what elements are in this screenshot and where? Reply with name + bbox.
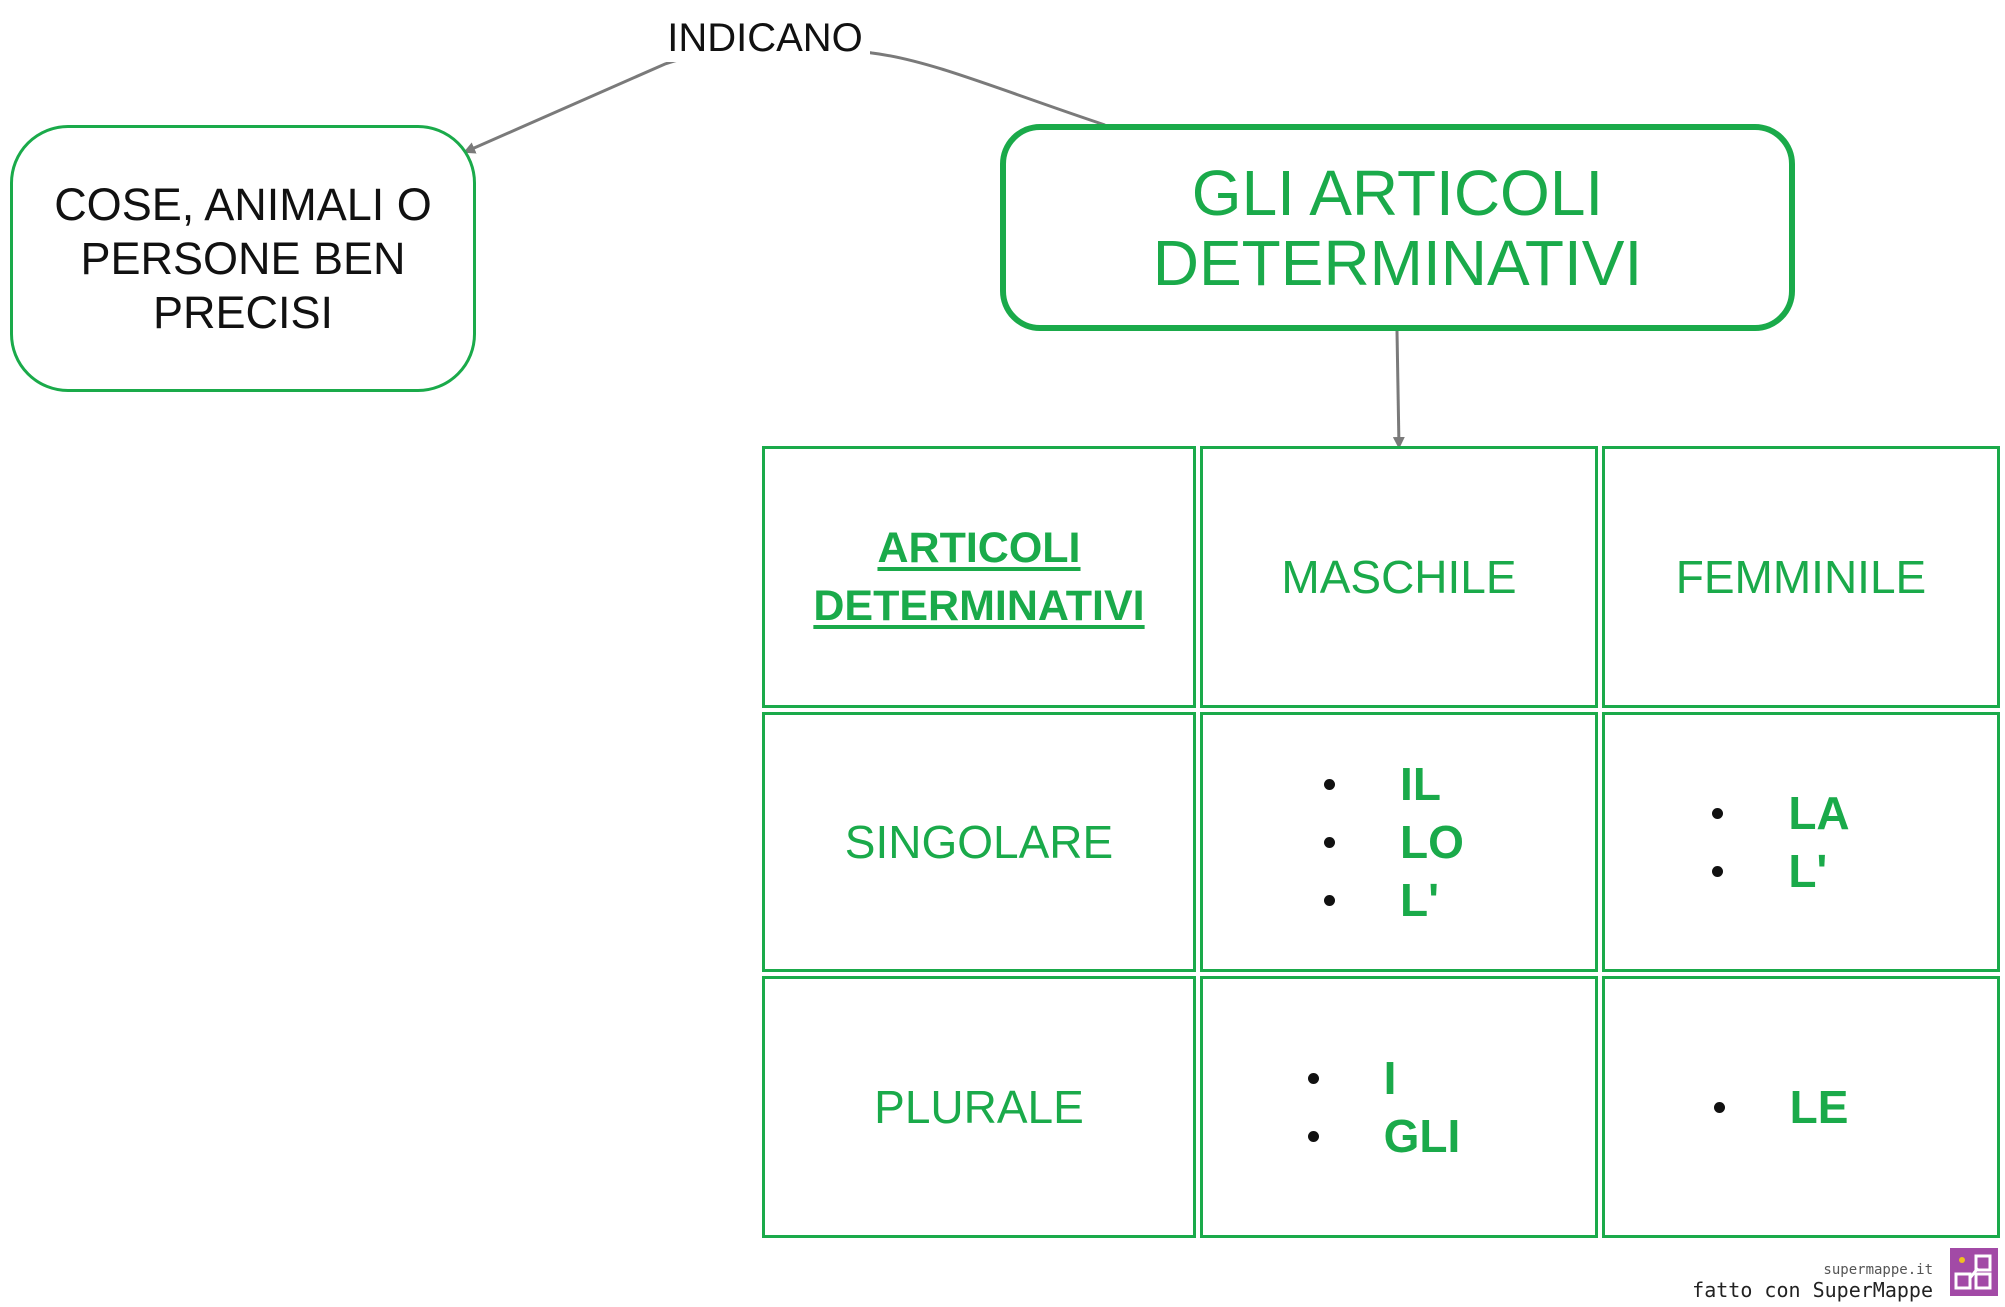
list-item: I: [1307, 1049, 1461, 1107]
supermappe-logo-glyph-icon: [1954, 1254, 1992, 1290]
table-header-feminine: FEMMINILE: [1675, 551, 1927, 603]
connector-label: INDICANO: [660, 14, 870, 62]
table-row-plural-label: PLURALE: [874, 1081, 1084, 1133]
list-item: IL: [1324, 755, 1464, 813]
list-item: LA: [1712, 784, 1850, 842]
list-item: LO: [1324, 813, 1464, 871]
node-main-text: GLI ARTICOLI DETERMINATIVI: [1152, 156, 1643, 299]
table-header-masculine: MASCHILE: [1281, 551, 1517, 603]
singular-masculine-list: IL LO L': [1324, 755, 1464, 929]
list-item: L': [1324, 871, 1464, 929]
singular-feminine-list: LA L': [1712, 784, 1850, 900]
plural-feminine-list: LE: [1713, 1078, 1848, 1136]
list-item: GLI: [1307, 1107, 1460, 1165]
footer-made-with: fatto con SuperMappe: [1692, 1278, 1933, 1302]
table-row-singular-feminine-cell[interactable]: LA L': [1602, 712, 2000, 972]
table-row-plural-masculine-cell[interactable]: I GLI: [1200, 976, 1598, 1238]
supermappe-logo-icon[interactable]: [1950, 1248, 1998, 1296]
node-objects-text: COSE, ANIMALI O PERSONE BEN PRECISI: [54, 178, 432, 338]
table-row-plural-label-cell[interactable]: PLURALE: [762, 976, 1196, 1238]
table-row-singular-label: SINGOLARE: [844, 816, 1114, 868]
table-row-singular-masculine-cell[interactable]: IL LO L': [1200, 712, 1598, 972]
list-item: LE: [1713, 1078, 1848, 1136]
table-header-feminine-cell[interactable]: FEMMINILE: [1602, 446, 2000, 708]
footer-site[interactable]: supermappe.it: [1823, 1262, 1933, 1278]
arrow-to-objects: [463, 46, 1106, 154]
node-main-title[interactable]: GLI ARTICOLI DETERMINATIVI: [1000, 124, 1795, 331]
arrow-to-table: [1392, 330, 1405, 449]
footer-credit: supermappe.it fatto con SuperMappe: [1692, 1262, 1933, 1302]
table-header-title: ARTICOLI DETERMINATIVI: [813, 524, 1145, 630]
table-header-title-cell[interactable]: ARTICOLI DETERMINATIVI: [762, 446, 1196, 708]
table-row-singular-label-cell[interactable]: SINGOLARE: [762, 712, 1196, 972]
node-objects[interactable]: COSE, ANIMALI O PERSONE BEN PRECISI: [10, 125, 476, 392]
table-row-plural-feminine-cell[interactable]: LE: [1602, 976, 2000, 1238]
list-item: L': [1712, 842, 1849, 900]
plural-masculine-list: I GLI: [1307, 1049, 1461, 1165]
table-header-masculine-cell[interactable]: MASCHILE: [1200, 446, 1598, 708]
